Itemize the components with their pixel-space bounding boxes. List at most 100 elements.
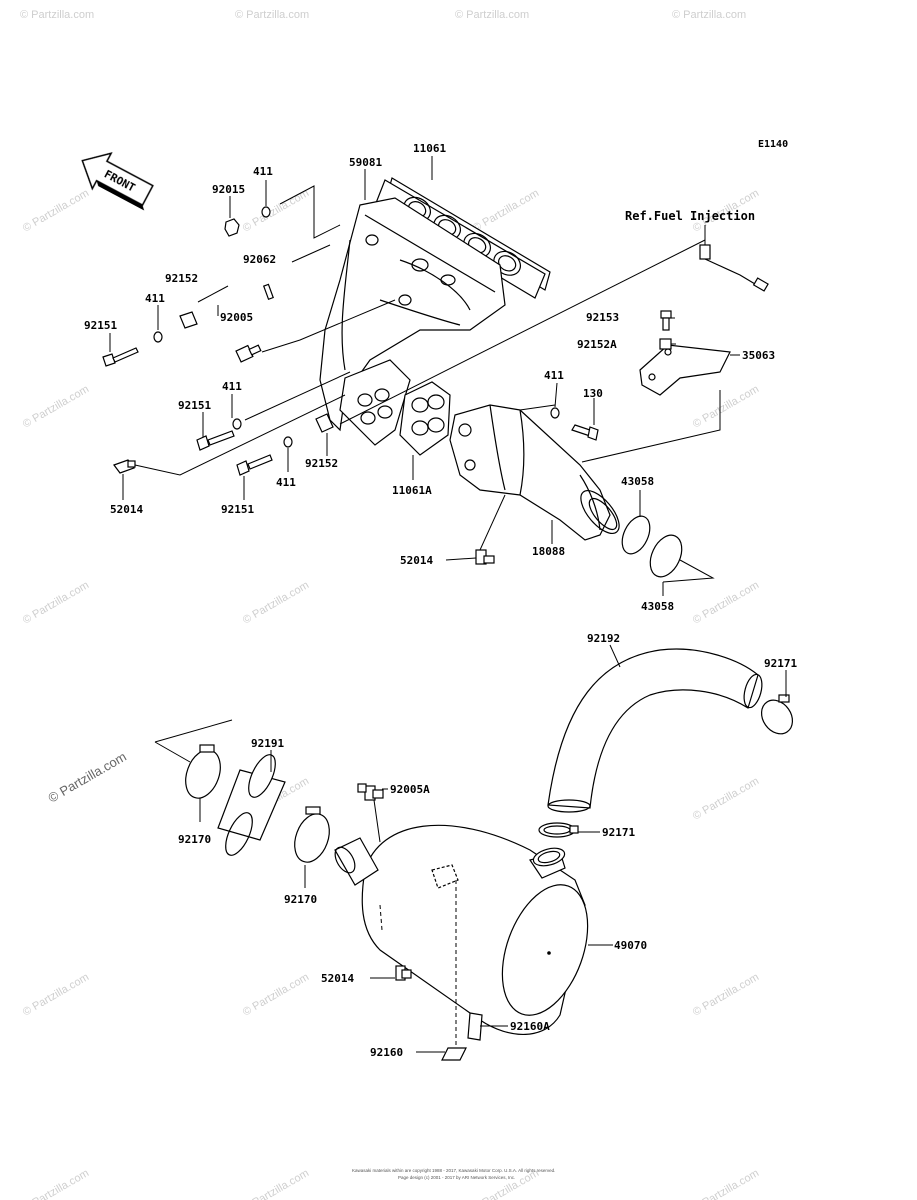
watermark: © Partzilla.com [241,971,311,1018]
callout-43058: 43058 [621,475,654,488]
callout-92153: 92153 [586,311,619,324]
callout-92191: 92191 [251,737,284,750]
clamp-92171 [538,822,579,838]
fitting-52014 [113,459,136,474]
collar-92152A [659,338,672,350]
callout-52014: 52014 [110,503,143,516]
callout-411: 411 [544,369,564,382]
watermark: © Partzilla.com [21,579,91,626]
exhaust-hose-92192 [547,648,763,813]
callout-411: 411 [276,476,296,489]
callout-52014: 52014 [321,972,354,985]
bolt-92151 [236,454,273,476]
watermark: © Partzilla.com [46,749,129,806]
collar-92152 [179,311,198,329]
callout-92151: 92151 [221,503,254,516]
stud-92062 [262,283,274,301]
callout-92062: 92062 [243,253,276,266]
footer-copyright: Kawasaki materials within are copyright … [352,1168,555,1173]
clamp-92170 [185,744,221,799]
fitting-92005 [235,344,262,363]
bolt-92151 [196,430,235,451]
callout-92171: 92171 [602,826,635,839]
fitting-92005A [357,783,384,801]
callout-35063: 35063 [742,349,775,362]
bolt-92151 [102,347,139,367]
callout-92152: 92152 [305,457,338,470]
pad-92160A [467,1012,483,1041]
callout-92152A: 92152A [577,338,617,351]
callout-92151: 92151 [178,399,211,412]
clamp-92171 [760,694,794,735]
watermark: © Partzilla.com [235,9,309,21]
callout-92005: 92005 [220,311,253,324]
clamp-92170 [294,806,330,863]
callout-92015: 92015 [212,183,245,196]
callout-92171: 92171 [764,657,797,670]
callout-411: 411 [222,380,242,393]
washer-411 [261,206,271,218]
watermark: © Partzilla.com [21,383,91,430]
rubber-pipe-92191 [217,754,286,856]
callout-130: 130 [583,387,603,400]
callout-92152: 92152 [165,272,198,285]
pad-92160 [441,1047,467,1061]
muffler-49070 [334,824,589,1036]
callout-49070: 49070 [614,939,647,952]
footer-page-design: Page design (c) 2001 - 2017 by ARI Netwo… [398,1175,515,1180]
watermark: © Partzilla.com [691,775,761,822]
callout-92151: 92151 [84,319,117,332]
watermark: © Partzilla.com [455,9,529,21]
watermark: © Partzilla.com [691,971,761,1018]
callout-92170: 92170 [178,833,211,846]
bracket-35063 [639,344,731,396]
callout-11061: 11061 [413,142,446,155]
gasket-11061A [399,381,451,456]
front-arrow-icon: FRONT [81,152,154,211]
callout-92160A: 92160A [510,1020,550,1033]
callout-92192: 92192 [587,632,620,645]
watermark: © Partzilla.com [21,1167,91,1200]
bolt-130 [571,424,599,441]
o-ring-43058 [649,534,683,578]
watermark: © Partzilla.com [471,187,541,234]
watermark: © Partzilla.com [21,187,91,234]
washer-411 [153,331,163,343]
bolt-92153 [660,310,672,331]
washer-411 [550,407,560,419]
callout-92005A: 92005A [390,783,430,796]
reference-note: Ref.Fuel Injection [625,209,755,223]
watermark: © Partzilla.com [672,9,746,21]
watermark: © Partzilla.com [241,579,311,626]
callout-18088: 18088 [532,545,565,558]
watermark: © Partzilla.com [21,971,91,1018]
callout-92160: 92160 [370,1046,403,1059]
o-ring-43058 [621,515,651,555]
flange-plate [339,359,411,446]
watermark: © Partzilla.com [241,1167,311,1200]
nut-92015 [224,218,240,237]
manifold-gasket-11061 [375,177,551,299]
washer-411 [232,418,242,430]
fitting-52014 [395,965,412,981]
washer-411 [283,436,293,448]
watermark: © Partzilla.com [20,9,94,21]
callout-92170: 92170 [284,893,317,906]
fuel-injection-sensor [699,244,769,292]
callout-43058: 43058 [641,600,674,613]
leader-lines [109,156,787,1053]
callout-411: 411 [253,165,273,178]
callout-411: 411 [145,292,165,305]
fitting-52014 [475,549,495,565]
watermark: © Partzilla.com [691,579,761,626]
callout-59081: 59081 [349,156,382,169]
collar-92152 [315,413,334,433]
watermark: © Partzilla.com [241,187,311,234]
callout-52014: 52014 [400,554,433,567]
diagram-code: E1140 [758,139,788,150]
callout-labels: 411 92015 59081 11061 92062 92152 411 92… [84,142,797,1059]
watermark: © Partzilla.com [691,1167,761,1200]
watermark: © Partzilla.com [691,383,761,430]
exhaust-pipe-18088 [449,404,620,541]
